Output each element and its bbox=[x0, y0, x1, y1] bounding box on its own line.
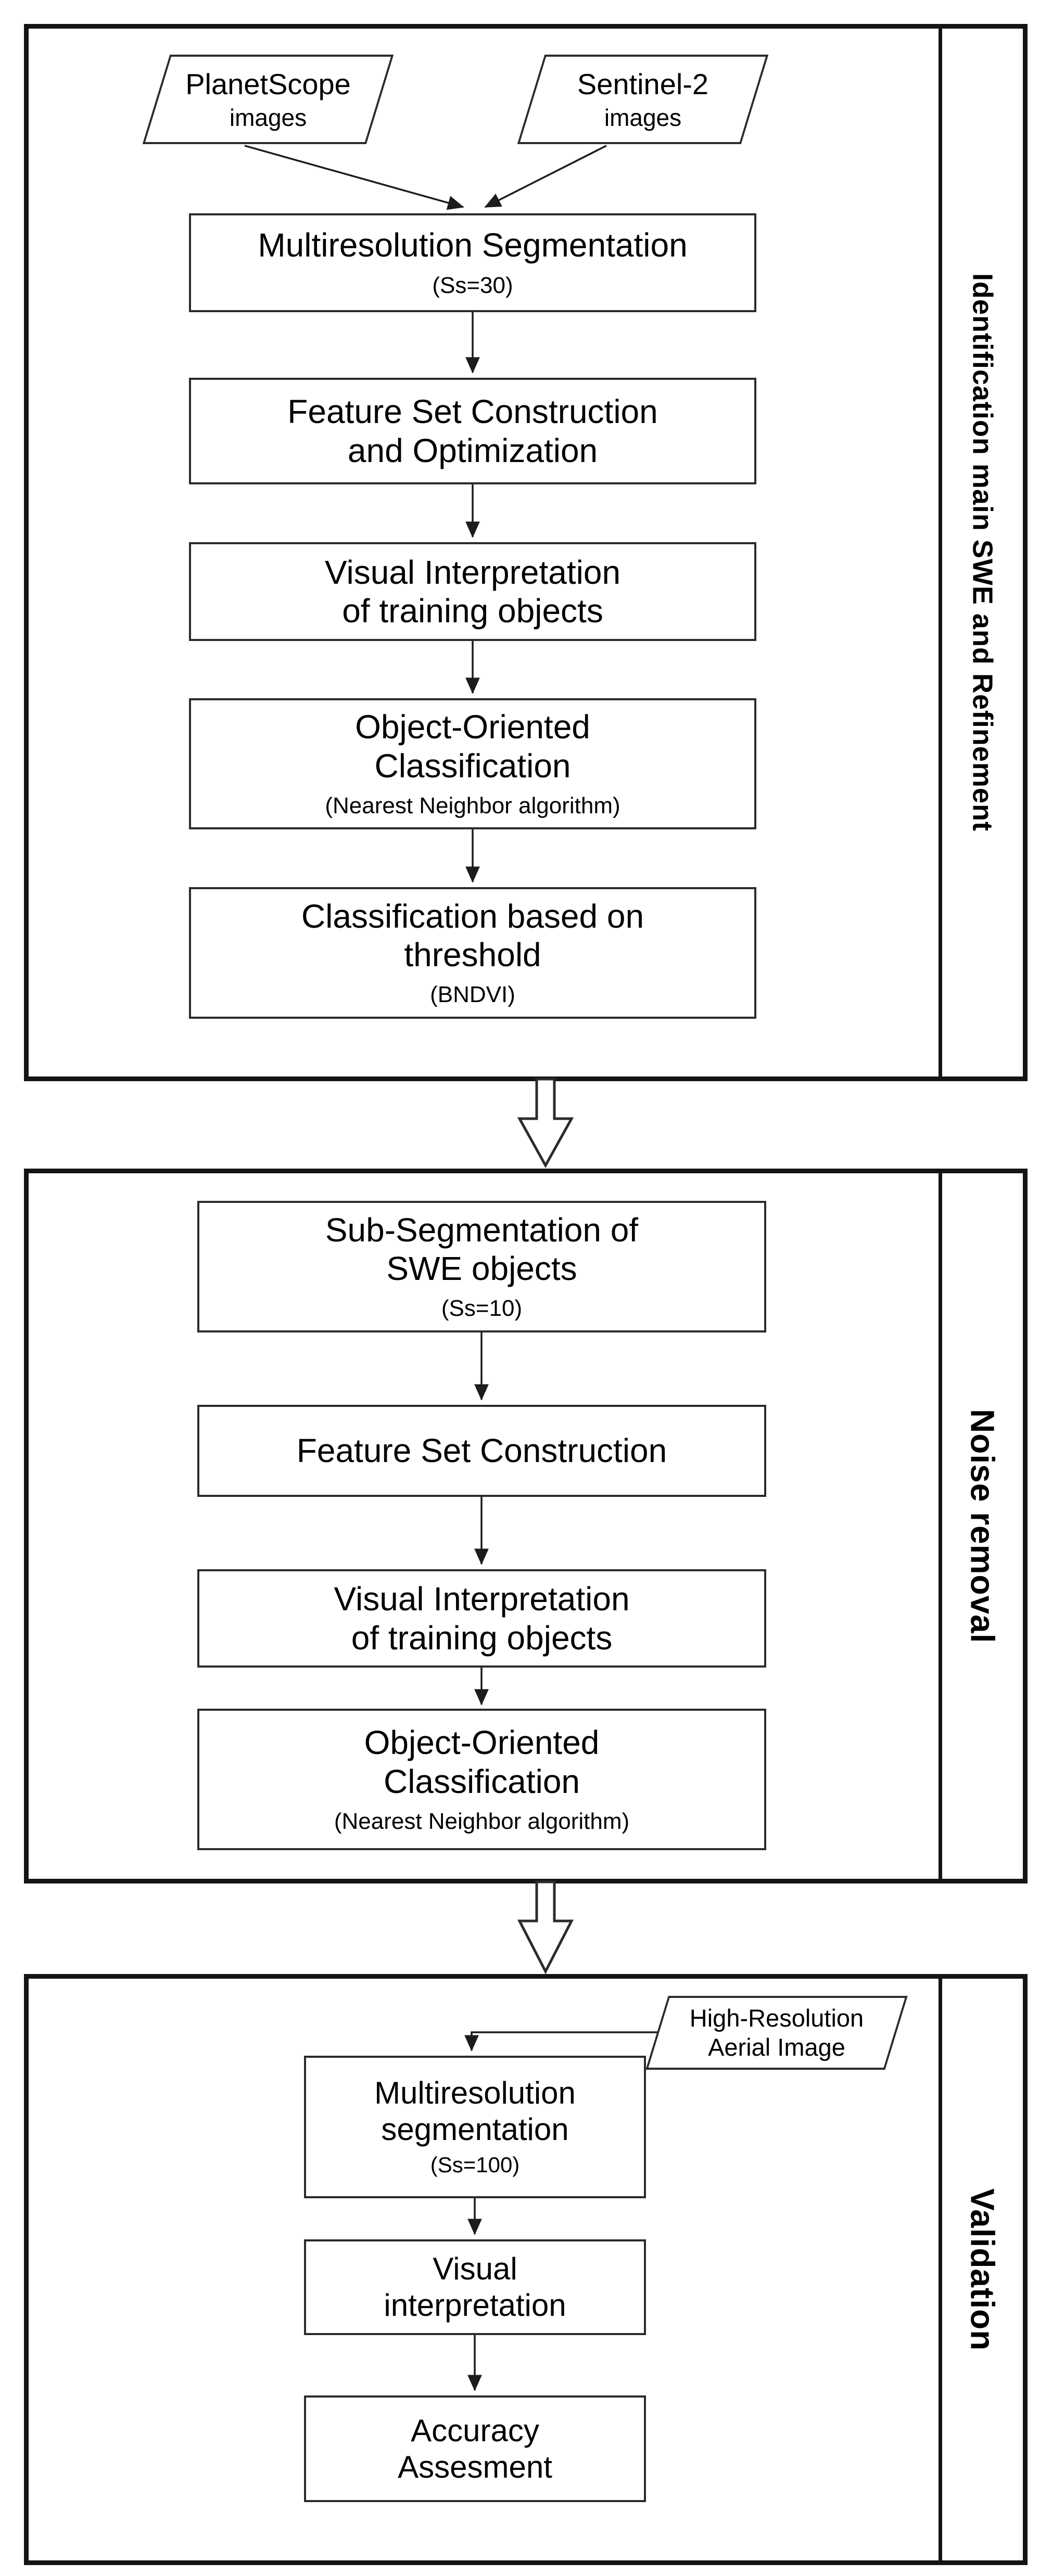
step-title: Object-Oriented bbox=[364, 1724, 600, 1762]
input-label: Sentinel-2 bbox=[577, 67, 709, 100]
step-box-visual-interpretation: Visual Interpretation of training object… bbox=[197, 1569, 766, 1668]
step-note: (Nearest Neighbor algorithm) bbox=[334, 1808, 630, 1834]
step-title: Multiresolution bbox=[374, 2075, 576, 2111]
step-title: of training objects bbox=[342, 592, 603, 630]
input-label: High-Resolution bbox=[689, 2004, 864, 2032]
section-side-label-column: Validation bbox=[939, 1979, 1023, 2560]
input-sublabel: images bbox=[229, 104, 307, 131]
step-title: Accuracy bbox=[411, 2413, 539, 2448]
step-title: Visual Interpretation bbox=[324, 553, 621, 591]
step-note: (Ss=30) bbox=[432, 272, 513, 298]
step-note: (Ss=10) bbox=[441, 1296, 523, 1322]
section-side-label-column: Identification main SWE and Refinement bbox=[939, 29, 1023, 1076]
step-title: Feature Set Construction bbox=[296, 1432, 667, 1470]
step-title: Assesment bbox=[398, 2449, 552, 2484]
step-title: segmentation bbox=[381, 2111, 569, 2147]
step-box-feature-set-construction: Feature Set Construction bbox=[197, 1405, 766, 1497]
section-label: Identification main SWE and Refinement bbox=[967, 273, 998, 832]
step-note: (BNDVI) bbox=[430, 982, 515, 1008]
step-note: (Ss=100) bbox=[430, 2152, 520, 2177]
step-box-visual-interpretation: Visual interpretation bbox=[304, 2239, 646, 2335]
input-label: PlanetScope bbox=[185, 67, 351, 100]
input-parallelogram-aerial-image: High-Resolution Aerial Image bbox=[645, 1996, 908, 2070]
step-title: Object-Oriented bbox=[355, 708, 590, 746]
step-title: threshold bbox=[404, 936, 541, 973]
input-sublabel: Aerial Image bbox=[708, 2033, 845, 2061]
step-box-accuracy-assessment: Accuracy Assesment bbox=[304, 2395, 646, 2502]
step-box-classification-threshold: Classification based on threshold (BNDVI… bbox=[189, 887, 756, 1019]
input-parallelogram-sentinel2: Sentinel-2 images bbox=[517, 55, 769, 144]
step-title: and Optimization bbox=[347, 431, 598, 469]
step-title: Visual Interpretation bbox=[334, 1580, 630, 1618]
step-title: of training objects bbox=[351, 1619, 613, 1657]
section-side-label-column: Noise removal bbox=[939, 1173, 1023, 1879]
step-box-object-oriented-classification: Object-Oriented Classification (Nearest … bbox=[189, 698, 756, 829]
flow-line-sentinel2 bbox=[484, 145, 607, 208]
step-box-feature-set-construction-optimization: Feature Set Construction and Optimizatio… bbox=[189, 378, 756, 484]
step-title: Feature Set Construction bbox=[287, 393, 658, 431]
step-title: Sub-Segmentation of bbox=[325, 1211, 639, 1249]
section-label: Validation bbox=[964, 2188, 1002, 2351]
step-box-multiresolution-segmentation: Multiresolution Segmentation (Ss=30) bbox=[189, 213, 756, 312]
input-sublabel: images bbox=[604, 104, 682, 131]
step-box-visual-interpretation: Visual Interpretation of training object… bbox=[189, 542, 756, 641]
step-box-sub-segmentation: Sub-Segmentation of SWE objects (Ss=10) bbox=[197, 1201, 766, 1332]
step-title: Classification based on bbox=[301, 897, 644, 935]
flow-line-planetscope bbox=[244, 145, 464, 210]
block-arrow-down-icon bbox=[517, 1880, 574, 1975]
step-title: Visual bbox=[433, 2251, 517, 2287]
step-note: (Nearest Neighbor algorithm) bbox=[325, 792, 620, 818]
step-box-object-oriented-classification: Object-Oriented Classification (Nearest … bbox=[197, 1709, 766, 1850]
flow-line-aerial bbox=[464, 2031, 660, 2052]
step-box-multiresolution-segmentation: Multiresolution segmentation (Ss=100) bbox=[304, 2056, 646, 2198]
input-parallelogram-planetscope: PlanetScope images bbox=[142, 55, 394, 144]
step-title: interpretation bbox=[384, 2288, 566, 2323]
step-title: Classification bbox=[374, 747, 571, 785]
step-title: SWE objects bbox=[386, 1250, 577, 1287]
section-label: Noise removal bbox=[964, 1408, 1002, 1644]
step-title: Classification bbox=[383, 1762, 580, 1800]
step-title: Multiresolution Segmentation bbox=[258, 226, 688, 264]
block-arrow-down-icon bbox=[517, 1078, 574, 1169]
